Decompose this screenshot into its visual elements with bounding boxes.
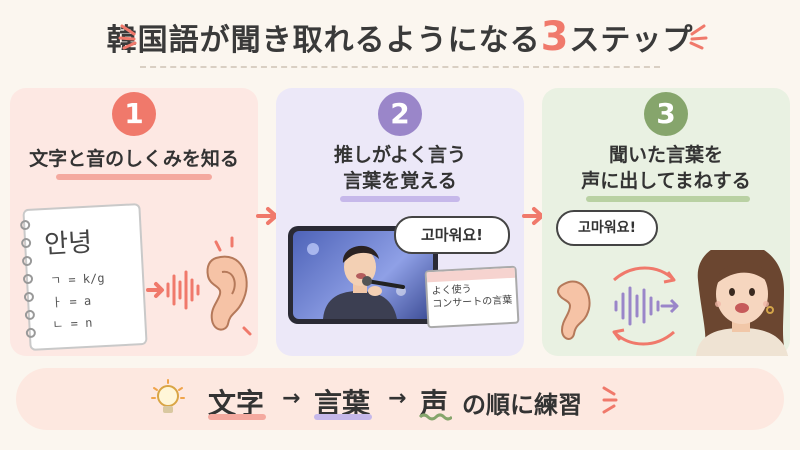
hangul-rule: ㄴ = n [52, 315, 93, 332]
summary-bar: 文字 → 言葉 → 声 の順に練習 [16, 368, 784, 430]
title-number: 3 [540, 14, 570, 60]
step-3-panel: 3 聞いた言葉を 声に出してまねする 고마워요! [542, 88, 790, 356]
card-text: よく使う コンサートの言葉 [427, 278, 517, 315]
hangul-rule: ㅏ = a [50, 293, 92, 310]
step-title-underline [586, 196, 750, 202]
summary-underline-1 [208, 414, 266, 420]
card-line: コンサートの言葉 [432, 294, 513, 311]
ear-listening-icon [146, 236, 252, 336]
hangul-rule: ㄱ = k/g [49, 270, 105, 288]
sparkle-icon [602, 386, 618, 414]
speech-bubble: 고마워요! [556, 210, 658, 246]
step-2-panel: 2 推しがよく言う 言葉を覚える [276, 88, 524, 356]
phrase-card: よく使う コンサートの言葉 [424, 265, 520, 329]
step-number-badge: 1 [112, 92, 156, 136]
summary-arrow: → [282, 386, 301, 411]
title-divider [140, 66, 660, 68]
summary-arrow: → [388, 386, 407, 411]
sparkle-left-icon [118, 24, 137, 50]
notebook-rings-icon [20, 220, 36, 338]
summary-wavy-underline [418, 413, 452, 421]
summary-underline-2 [314, 414, 372, 420]
step-number-badge: 2 [378, 92, 422, 136]
title-suffix: ステップ [569, 23, 694, 58]
step-title-line-1: 聞いた言葉を [608, 144, 723, 166]
summary-tail: の順に練習 [462, 391, 582, 419]
step-title-line-2: 声に出してまねする [581, 170, 751, 192]
step-title: 文字と音のしくみを知る [29, 148, 239, 170]
speech-bubble: 고마워요! [394, 216, 510, 254]
page-title: 韓国語が聞き取れるようになる3ステップ [0, 14, 800, 60]
step-number-badge: 3 [644, 92, 688, 136]
hangul-notebook: 안녕 ㄱ = k/g ㅏ = a ㄴ = n [20, 203, 148, 351]
title-main: 韓国語が聞き取れるようになる [106, 23, 541, 58]
step-title-line-1: 推しがよく言う [333, 144, 467, 166]
step-1-panel: 1 文字と音のしくみを知る 안녕 ㄱ = k/g ㅏ = a ㄴ = n [10, 88, 258, 356]
lightbulb-icon [151, 379, 185, 413]
hangul-word: 안녕 [43, 227, 93, 261]
step-title-underline [56, 174, 212, 180]
step-title-line-2: 言葉を覚える [343, 170, 457, 192]
speak-along-illustration-icon [556, 250, 788, 356]
step-title-underline [340, 196, 460, 202]
sparkle-right-icon [689, 24, 708, 50]
